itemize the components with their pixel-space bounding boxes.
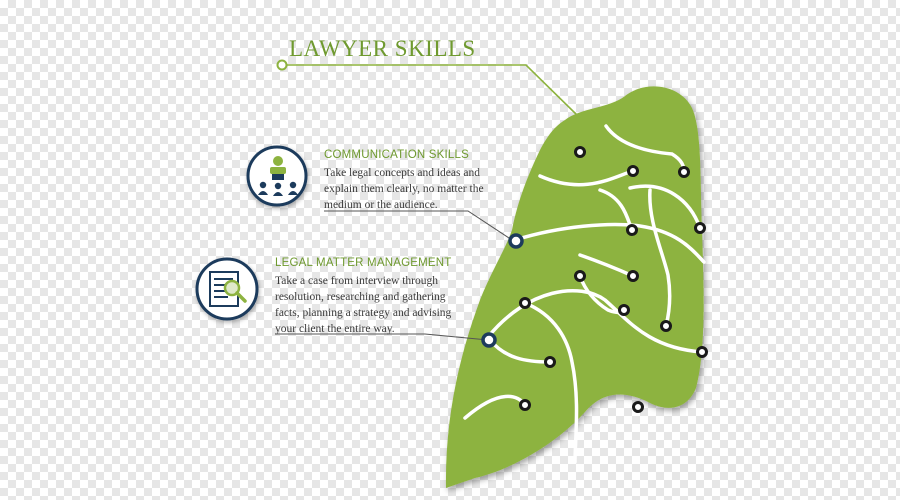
anchor-ring-communication [508, 233, 524, 249]
node-dot [694, 222, 706, 234]
diagram-title: LAWYER SKILLS [289, 36, 476, 61]
node-dot [627, 270, 639, 282]
node-dot [678, 166, 690, 178]
legal-matter-management-heading: LEGAL MATTER MANAGEMENT [275, 257, 452, 269]
node-dot [618, 304, 630, 316]
legal-matter-management-description: Take a case from interview through resol… [275, 275, 452, 335]
communication-skills-description: Take legal concepts and ideas and explai… [324, 167, 484, 211]
circuit-nodes [519, 146, 708, 413]
communication-skills-block: COMMUNICATION SKILLS Take legal concepts… [324, 148, 509, 213]
node-dot [574, 146, 586, 158]
document-magnifier-icon [195, 257, 259, 321]
node-dot [660, 320, 672, 332]
node-dot [632, 401, 644, 413]
audience-presentation-icon [246, 145, 308, 207]
title-connector [276, 59, 579, 117]
callout-connectors [275, 210, 513, 341]
node-dot [519, 399, 531, 411]
communication-skills-heading: COMMUNICATION SKILLS [324, 149, 469, 161]
anchor-ring-legal [481, 332, 497, 348]
node-dot [627, 165, 639, 177]
node-dot [544, 356, 556, 368]
node-dot [626, 224, 638, 236]
node-dot [519, 297, 531, 309]
node-dot [574, 270, 586, 282]
node-dot [696, 346, 708, 358]
legal-matter-management-block: LEGAL MATTER MANAGEMENT Take a case from… [275, 256, 465, 337]
